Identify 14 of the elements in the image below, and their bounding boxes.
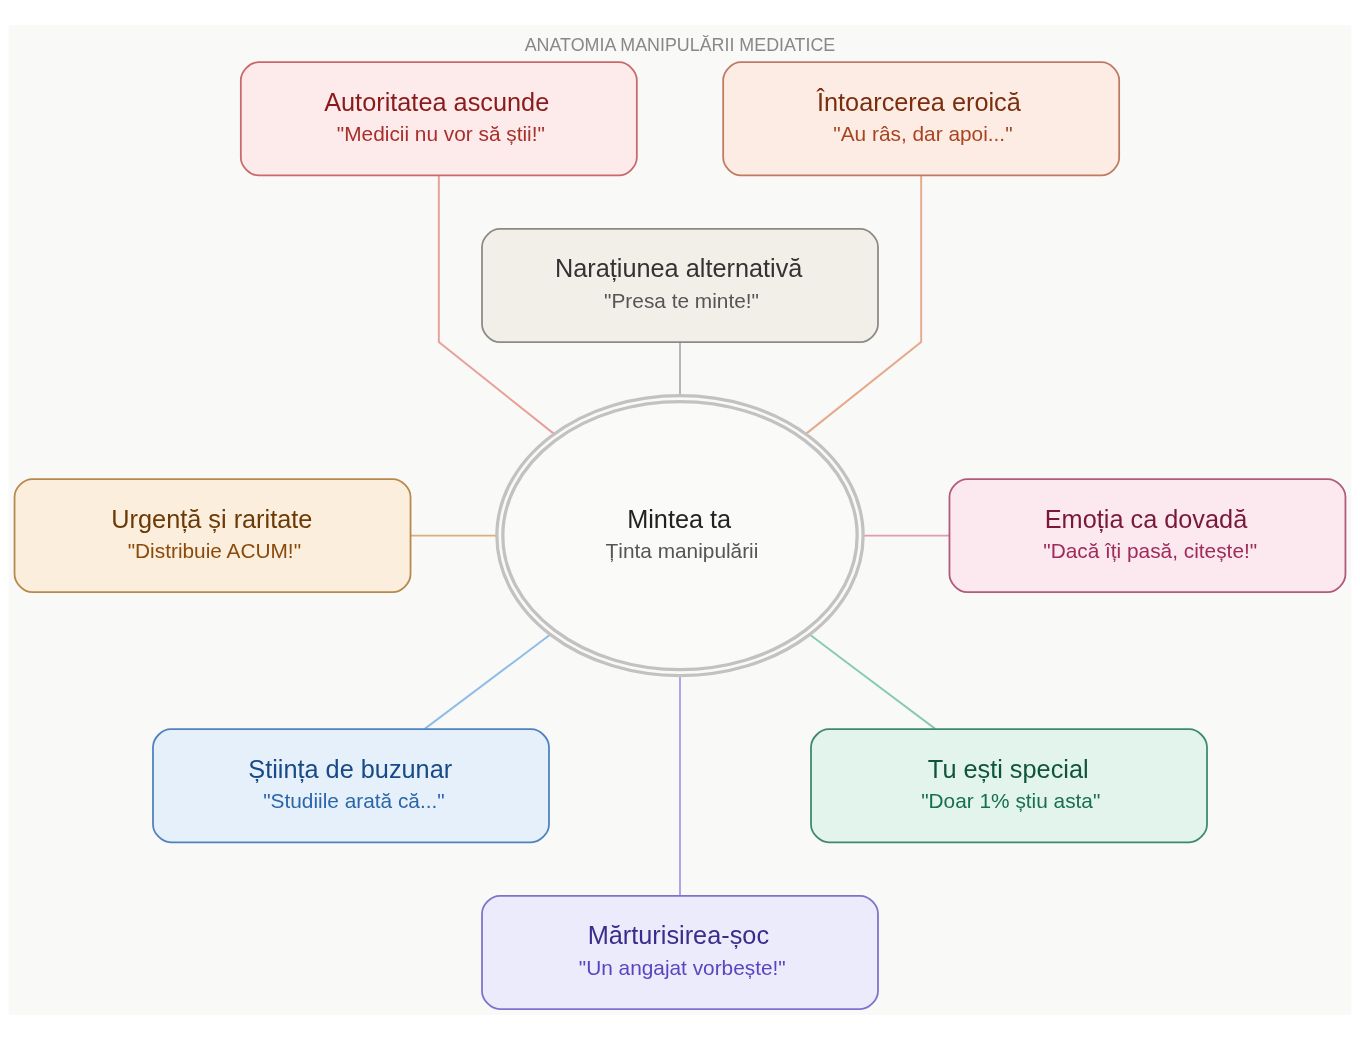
node-box: Urgență și raritate "Distribuie ACUM!" [13, 478, 412, 594]
node-box: Autoritatea ascunde "Medicii nu vor să știi!" [239, 61, 638, 177]
node-box: Tu ești special "Doar 1% știu asta" [810, 728, 1208, 844]
connector [423, 633, 551, 730]
node-box: Mărturisirea-șoc "Un angajat vorbește!" [481, 895, 879, 1010]
node-box: Emoția ca dovadă "Dacă îți pasă, citește!" [948, 478, 1347, 594]
node-box: Întoarcerea eroică "Au râs, dar apoi..." [722, 61, 1121, 177]
node-box: Știința de buzunar "Studiile arată că..." [152, 728, 550, 844]
connector [862, 534, 951, 537]
node-ellipse: Mintea ta Ținta manipulării [495, 394, 865, 678]
diagram-title: ANATOMIA MANIPULĂRII MEDIATICE [524, 35, 836, 56]
connector [809, 633, 937, 730]
node-box: Narațiunea alternativă "Presa te minte!" [481, 228, 879, 343]
connector [409, 534, 498, 537]
